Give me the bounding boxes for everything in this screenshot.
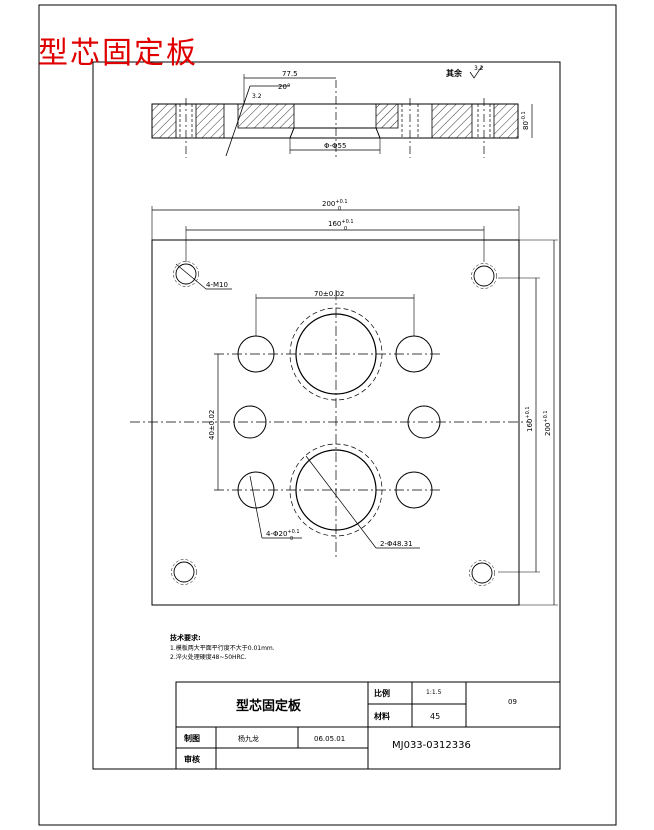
drawn-name: 杨九龙 [238, 734, 259, 743]
dim-overall-width-tol-lower: 0 [338, 206, 341, 212]
section-counterbore [289, 127, 381, 139]
corner-thread-bottom-right [469, 560, 495, 586]
pin-hole-upper-left [237, 335, 275, 373]
overlay-title: 型芯固定板 [38, 36, 198, 71]
section-hatch-4 [375, 103, 399, 129]
dim-thickness-text: 80-0.1 [521, 111, 530, 130]
corner-thread-leader [175, 263, 207, 290]
tech-requirements: 技术要求: 1.模板两大平面平行度不大于0.01mm. 2.淬火处理硬度48~5… [170, 633, 275, 661]
corner-thread-bottom-left [171, 559, 197, 585]
inner-border [92, 61, 561, 770]
material-label: 材料 [374, 711, 390, 721]
dim-bore-text: Φ-Φ55 [324, 142, 346, 150]
tech-requirement-item-2: 2.淬火处理硬度48~50HRC. [170, 653, 247, 661]
drawing-number: MJ033-0312336 [392, 740, 471, 751]
section-view: 20° 3.2 77.5 Φ-Φ55 80-0.1 其余 3.2 [151, 65, 533, 158]
title-block [175, 681, 561, 770]
outer-border [38, 4, 617, 826]
corner-thread-top-left [173, 261, 199, 287]
dim-hole-spacing-y-text: 40±0.02 [208, 410, 216, 440]
section-hatch-3 [237, 103, 295, 129]
pin-hole-upper-right [395, 335, 433, 373]
title-block-text: 型芯固定板 比例 1:1.5 材料 45 09 制图 杨九龙 06.05.01 … [184, 688, 517, 764]
pin-hole-lower-right [395, 471, 433, 509]
remaining-roughness-label: 其余 [446, 68, 463, 78]
angle-label: 20° [278, 83, 290, 91]
section-angle-leader [225, 85, 251, 157]
pin-hole-mid-right [407, 405, 441, 439]
pin-hole-mid-left [233, 405, 267, 439]
dim-width-text: 77.5 [282, 70, 298, 78]
corner-thread-label: 4-M10 [206, 281, 228, 289]
dim-pitch-height-text: 160+0.1 [525, 406, 534, 432]
dim-hole-spacing-x-text: 70±0.02 [314, 290, 344, 298]
sheet-number: 09 [508, 698, 517, 706]
plate-outline [151, 239, 520, 606]
dim-overall-height-text: 200+0.1 [543, 410, 552, 436]
corner-thread-top-right [471, 263, 497, 289]
pin-holes-label: 4-Φ20+0.1 [266, 529, 300, 538]
scale-label: 比例 [374, 688, 390, 698]
material-value: 45 [430, 712, 440, 721]
core-bore-upper [295, 313, 377, 395]
corner-hole-bottom-right [471, 562, 493, 584]
corner-hole-bottom-left [173, 561, 195, 583]
remaining-roughness-value: 3.2 [474, 65, 484, 72]
core-bore-leader [305, 455, 377, 549]
corner-hole-top-right [473, 265, 495, 287]
core-bore-label: 2-Φ48.31 [380, 540, 413, 548]
section-hatch-2 [195, 103, 225, 139]
section-hatch-1 [151, 103, 177, 139]
section-hatch-5 [431, 103, 473, 139]
scale-value: 1:1.5 [426, 689, 442, 696]
core-bore-upper-counterbore [289, 307, 383, 401]
part-name: 型芯固定板 [236, 698, 302, 714]
dim-pitch-width-text: 160+0.1 [328, 219, 354, 228]
tech-requirement-item-1: 1.模板两大平面平行度不大于0.01mm. [170, 644, 275, 652]
drawn-label: 制图 [184, 733, 200, 743]
roughness-symbol [469, 65, 483, 79]
core-bore-lower-counterbore [289, 443, 383, 537]
roughness-label: 3.2 [252, 93, 262, 100]
core-bore-lower [295, 449, 377, 531]
dim-pitch-width-tol-lower: 0 [344, 226, 347, 232]
pin-holes-tol-lower: 0 [290, 536, 293, 542]
dim-overall-width-text: 200+0.1 [322, 199, 348, 208]
check-label: 审核 [184, 754, 200, 764]
tech-requirements-heading: 技术要求: [170, 633, 201, 642]
section-hatch-6 [493, 103, 519, 139]
corner-hole-top-left [175, 263, 197, 285]
drawn-date: 06.05.01 [314, 735, 345, 743]
pin-holes-leader [249, 475, 263, 539]
plan-view: 200+0.1 0 160+0.1 0 160+0.1 200+0.1 70±0… [130, 199, 558, 606]
